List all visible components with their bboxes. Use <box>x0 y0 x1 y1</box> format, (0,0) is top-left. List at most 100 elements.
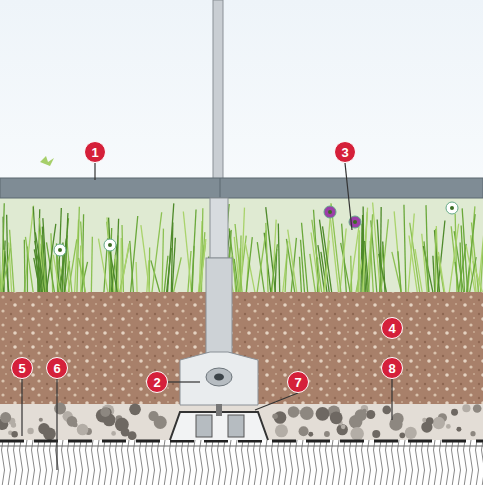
grass-blade <box>365 241 369 292</box>
grass <box>0 202 483 292</box>
gravel-stone <box>154 416 167 429</box>
grass-blade <box>415 249 422 292</box>
grass-blade <box>141 225 150 292</box>
grass-blade <box>172 238 175 292</box>
gravel-stone <box>111 431 116 436</box>
grass-blade <box>10 230 14 292</box>
grass-blade <box>350 227 359 292</box>
flower <box>104 239 116 251</box>
grass-blade <box>438 252 444 292</box>
grass-blade <box>130 241 134 292</box>
gravel-stone <box>308 432 313 437</box>
grass-blade <box>340 228 346 292</box>
grass-blade <box>121 243 129 292</box>
gravel-stone <box>330 411 343 424</box>
grass-blade <box>408 214 414 292</box>
grass-blade <box>319 220 329 292</box>
grass-blade <box>288 230 297 292</box>
grass-blade <box>392 252 401 292</box>
callout-number: 5 <box>11 357 33 379</box>
grass-blade <box>379 254 387 292</box>
gravel-stone <box>288 406 300 418</box>
grass-blade <box>67 240 72 292</box>
gravel-stone <box>0 412 11 423</box>
grass-blade <box>77 207 79 292</box>
grass-blade <box>43 218 47 292</box>
grass-blade <box>241 208 245 292</box>
flower-center <box>328 210 332 214</box>
gravel-stone <box>405 427 417 439</box>
gravel-stone <box>372 430 380 438</box>
grass-blade <box>91 237 92 292</box>
gravel-stone <box>316 407 330 421</box>
gravel-stone <box>275 424 288 437</box>
gravel-stone <box>115 418 129 432</box>
grass-blade <box>404 205 406 292</box>
grass-blade <box>438 256 444 292</box>
grass-blade <box>162 229 163 292</box>
grass-blade <box>152 212 162 292</box>
grass-blade <box>116 219 119 292</box>
grass-blade <box>192 210 197 292</box>
grass-blade <box>235 224 242 292</box>
grass-blade <box>449 224 458 292</box>
grass-blade <box>24 206 33 292</box>
grass-blade <box>467 214 476 292</box>
grass-blade <box>369 214 373 292</box>
grass-blade <box>398 251 401 292</box>
gravel-stone <box>324 431 330 437</box>
callout-number: 8 <box>381 357 403 379</box>
grass-blade <box>271 244 277 292</box>
gravel-stone <box>355 409 367 421</box>
gravel-stone <box>272 413 278 419</box>
grass-blade <box>435 229 437 292</box>
gravel-stone <box>389 417 402 430</box>
gravel-stone <box>100 407 110 417</box>
callout-number: 1 <box>84 141 106 163</box>
grass-blade <box>24 240 26 292</box>
gravel-stone <box>300 406 314 420</box>
grass-blade <box>394 211 401 292</box>
gravel-stone <box>366 410 375 419</box>
grass-blade <box>302 223 308 292</box>
grass-blade <box>433 256 435 292</box>
grass-blade <box>470 257 477 292</box>
gravel-stone <box>446 424 451 429</box>
grass-blade <box>323 226 332 292</box>
callout-number: 7 <box>287 371 309 393</box>
grass-blade <box>2 248 11 292</box>
grass-blade <box>424 241 429 292</box>
grass-blade <box>312 220 322 292</box>
grass-blade <box>350 256 352 292</box>
grass-blade <box>79 258 86 292</box>
gravel-stone <box>350 427 364 441</box>
gravel-stone <box>38 423 49 434</box>
drainage-gravel <box>0 402 481 440</box>
gravel-stone <box>11 422 16 427</box>
gravel-stone <box>39 418 43 422</box>
flower-center <box>108 243 112 247</box>
gravel-stone <box>470 431 475 436</box>
grass-blade <box>25 237 33 292</box>
grass-blade <box>192 246 194 292</box>
callout-number: 6 <box>46 357 68 379</box>
flower <box>54 244 66 256</box>
grass-blade <box>285 241 288 292</box>
flower-center <box>450 206 454 210</box>
flower <box>446 202 458 214</box>
grass-blade <box>266 207 276 292</box>
grass-blade <box>233 258 236 292</box>
callout-number: 3 <box>334 141 356 163</box>
flower-center <box>353 220 357 224</box>
gravel-stone <box>433 417 445 429</box>
gravel-stone <box>462 404 470 412</box>
grass-blade <box>164 256 168 292</box>
grass-blade <box>455 262 459 292</box>
grass-blade <box>299 257 301 292</box>
gravel-stone <box>337 424 348 435</box>
grass-blade <box>257 230 266 292</box>
callout-number: 2 <box>146 371 168 393</box>
grass-blade <box>246 237 252 292</box>
grass-blade <box>174 257 182 292</box>
